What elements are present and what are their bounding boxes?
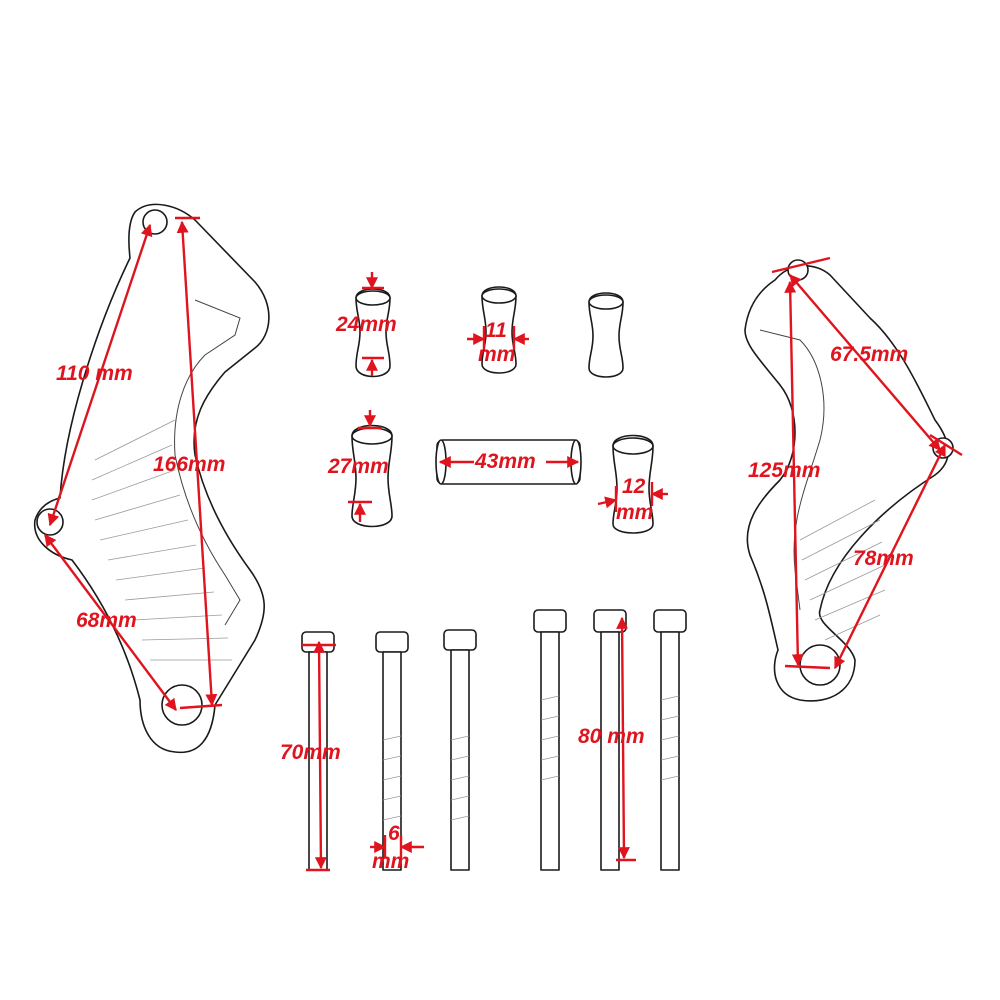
spacer-e [435,439,582,485]
label-bolt-diameter-line2: mm [372,850,410,873]
label-right-cover-lower-diagonal: 78mm [853,547,914,570]
label-right-cover-top-edge: 67.5mm [830,343,909,366]
label-spacer-f-diameter-line1: 12 [622,475,646,498]
label-spacer-e-length: 43mm [475,450,536,473]
bolt-6 [653,609,687,871]
label-spacer-d-length: 27mm [328,455,389,478]
label-short-bolt-length: 70mm [280,741,341,764]
label-bolt-diameter-line1: 6 [388,822,400,845]
bolt-2 [375,631,409,871]
bolt-threads [382,695,680,821]
label-spacer-b-diameter-line2: mm [478,343,516,366]
label-spacer-a-length: 24mm [336,313,397,336]
bolt-4 [533,609,567,871]
label-spacer-f-diameter-line2: mm [616,501,654,524]
spacer-a [355,288,391,378]
label-right-cover-height: 125mm [748,459,821,482]
dimension-lines [44,216,963,872]
spacer-b [481,286,517,374]
left-frame-cover [33,203,270,754]
label-long-bolt-length: 80 mm [578,725,645,748]
bolt-3 [443,629,477,871]
spacer-c [588,292,624,378]
label-spacer-b-diameter-line1: 11 [485,319,507,342]
label-left-cover-lower-diagonal: 68mm [76,609,137,632]
label-left-cover-top-diagonal: 110 mm [56,362,133,385]
label-left-cover-height: 166mm [153,453,226,476]
